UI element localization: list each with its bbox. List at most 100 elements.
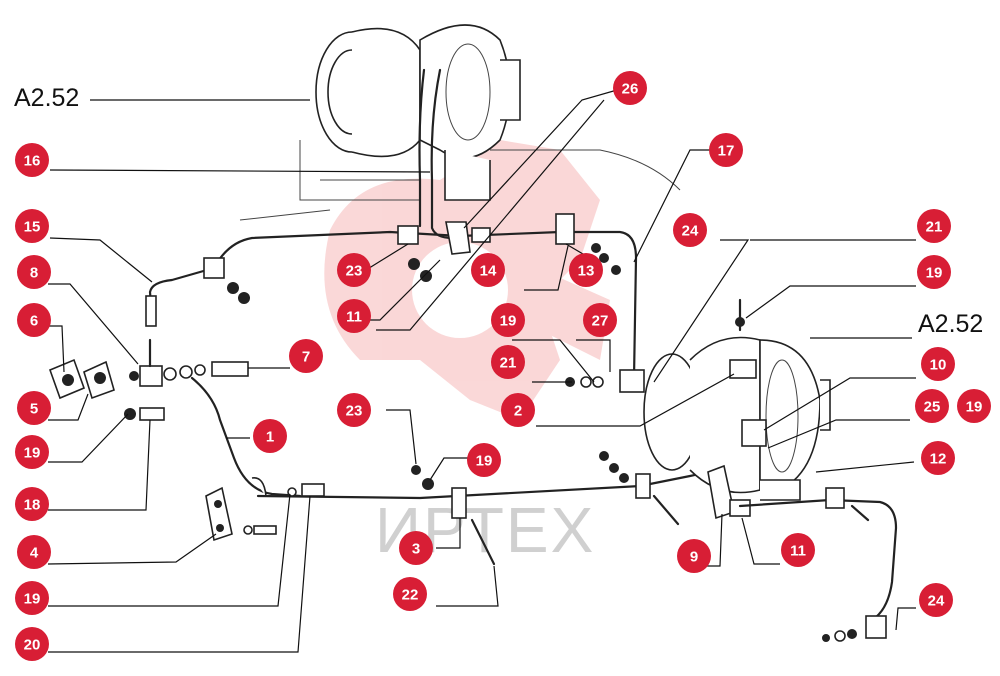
callout-number: 27 [592, 313, 609, 330]
callout-circle [15, 581, 49, 615]
callout-19: 19 [491, 303, 525, 337]
callout-circle [781, 533, 815, 567]
callout-number: 20 [24, 637, 41, 654]
callout-number: 19 [926, 265, 943, 282]
callout-4: 4 [17, 535, 51, 569]
callout-number: 6 [30, 313, 38, 330]
callout-24: 24 [673, 213, 707, 247]
callout-21: 21 [491, 345, 525, 379]
callout-19: 19 [957, 389, 991, 423]
callout-3: 3 [399, 531, 433, 565]
callout-number: 15 [24, 219, 41, 236]
callout-20: 20 [15, 627, 49, 661]
callout-16: 16 [15, 143, 49, 177]
callout-number: 3 [412, 541, 420, 558]
callout-number: 18 [24, 497, 41, 514]
callout-17: 17 [709, 133, 743, 167]
callout-number: 4 [30, 545, 39, 562]
callout-19: 19 [15, 435, 49, 469]
callout-7: 7 [289, 339, 323, 373]
model-label-upper: A2.52 [14, 84, 79, 112]
callout-number: 12 [930, 451, 947, 468]
callout-5: 5 [17, 391, 51, 425]
callout-circle [15, 209, 49, 243]
callout-number: 19 [966, 399, 983, 416]
callout-circle [471, 253, 505, 287]
callout-number: 19 [24, 445, 41, 462]
callout-circle [17, 535, 51, 569]
callout-circle [491, 345, 525, 379]
callout-circle [915, 389, 949, 423]
callout-18: 18 [15, 487, 49, 521]
callout-19: 19 [467, 443, 501, 477]
callout-number: 21 [926, 219, 943, 236]
callout-circle [337, 299, 371, 333]
callout-15: 15 [15, 209, 49, 243]
callout-circle [569, 253, 603, 287]
callout-circle [15, 627, 49, 661]
callout-1: 1 [253, 419, 287, 453]
callout-13: 13 [569, 253, 603, 287]
callout-number: 24 [682, 223, 699, 240]
callout-number: 11 [346, 309, 362, 326]
callout-circle [917, 209, 951, 243]
left-flange-cluster [48, 338, 249, 421]
callout-number: 11 [790, 543, 806, 560]
callout-circle [917, 255, 951, 289]
callout-number: 9 [690, 549, 698, 566]
callout-2: 2 [501, 393, 535, 427]
callout-23: 23 [337, 393, 371, 427]
callout-19: 19 [15, 581, 49, 615]
callout-circle [337, 393, 371, 427]
callout-number: 24 [928, 593, 945, 610]
callout-number: 25 [924, 399, 941, 416]
callout-circle [467, 443, 501, 477]
callout-number: 22 [402, 587, 419, 604]
callout-10: 10 [921, 347, 955, 381]
callout-number: 21 [500, 355, 517, 372]
callout-circle [393, 577, 427, 611]
callout-circle [15, 435, 49, 469]
callout-24: 24 [919, 583, 953, 617]
callout-circle [15, 143, 49, 177]
callout-circle [709, 133, 743, 167]
callout-circle [583, 303, 617, 337]
callout-number: 16 [24, 153, 41, 170]
callout-circle [289, 339, 323, 373]
callout-circle [957, 389, 991, 423]
callout-number: 1 [266, 429, 274, 446]
callout-circle [677, 539, 711, 573]
turbocharger-upper [239, 24, 681, 221]
callout-14: 14 [471, 253, 505, 287]
bracket-4 [205, 477, 277, 542]
callout-circle [17, 303, 51, 337]
callout-21: 21 [917, 209, 951, 243]
callout-12: 12 [921, 441, 955, 475]
callout-11: 11 [337, 299, 371, 333]
callout-number: 5 [30, 401, 38, 418]
callout-circle [253, 419, 287, 453]
callout-number: 10 [930, 357, 947, 374]
callout-circle [399, 531, 433, 565]
callout-number: 23 [346, 263, 363, 280]
callout-number: 19 [500, 313, 517, 330]
callout-circle [337, 253, 371, 287]
callout-9: 9 [677, 539, 711, 573]
callout-19: 19 [917, 255, 951, 289]
callout-circle [15, 487, 49, 521]
callout-circle [919, 583, 953, 617]
callout-circle [613, 71, 647, 105]
callout-number: 7 [302, 349, 310, 366]
callout-23: 23 [337, 253, 371, 287]
callout-circle [501, 393, 535, 427]
callout-circle [921, 441, 955, 475]
turbocharger-lower [643, 298, 831, 501]
callout-circle [17, 391, 51, 425]
callout-number: 14 [480, 263, 497, 280]
callout-circle [673, 213, 707, 247]
model-label-lower: A2.52 [918, 310, 983, 338]
leader-lines [47, 87, 916, 653]
